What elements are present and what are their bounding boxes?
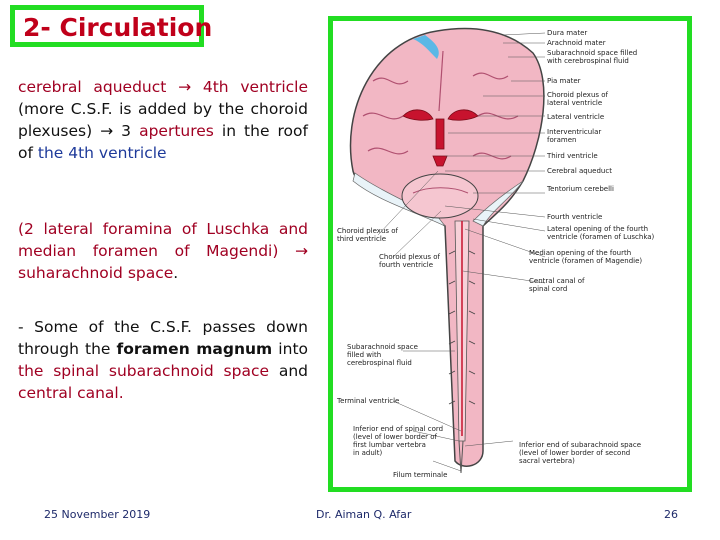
text-run: suharachnoid space (18, 264, 174, 282)
label-tentorium: Tentorium cerebelli (546, 185, 614, 193)
label-inf-sub3: sacral vertebra) (519, 457, 575, 465)
paragraph-foramina: (2 lateral foramina of Luschka and media… (18, 218, 308, 284)
label-central2: spinal cord (529, 285, 567, 293)
label-lateral-open2: ventricle (foramen of Luschka) (547, 233, 655, 241)
label-choroid-fourth2: fourth ventricle (379, 261, 433, 269)
label-central1: Central canal of (529, 277, 585, 285)
label-terminal: Terminal ventricle (336, 397, 399, 405)
text-run: . (173, 264, 179, 282)
text-run: apertures (139, 122, 214, 140)
label-interv2: foramen (547, 136, 576, 144)
csf-circulation-figure: Dura mater Arachnoid mater Subarachnoid … (328, 16, 692, 492)
label-inf-sub1: Inferior end of subarachnoid space (519, 441, 641, 449)
text-run: - Some of the C.S.F. passes down through… (18, 318, 308, 358)
label-choroid-fourth1: Choroid plexus of (379, 253, 441, 261)
csf-diagram: Dura mater Arachnoid mater Subarachnoid … (336, 27, 655, 479)
label-inf-sub2: (level of lower border of second (519, 449, 630, 457)
text-run: in the roof of (18, 122, 308, 162)
footer-page-number: 26 (664, 508, 678, 521)
text-run: (more C.S.F. is added by the choroid ple… (18, 100, 308, 140)
slide-title: 2- Circulation (23, 13, 213, 42)
label-aqueduct: Cerebral aqueduct (547, 167, 612, 175)
label-choroid-third1: Choroid plexus of (337, 227, 399, 235)
label-lateral-open1: Lateral opening of the fourth (547, 225, 648, 233)
text-run: foramen magnum (116, 340, 273, 358)
label-median-open2: ventricle (foramen of Magendie) (529, 257, 642, 265)
text-run: cerebral aqueduct → (18, 78, 203, 96)
label-inf-cord3: first lumbar vertebra (353, 441, 426, 449)
label-subarach1: Subarachnoid space filled (547, 49, 637, 57)
label-inf-cord1: Inferior end of spinal cord (353, 425, 443, 433)
title-box: 2- Circulation (10, 5, 212, 47)
label-median-open1: Median opening of the fourth (529, 249, 631, 257)
paragraph-aqueduct: cerebral aqueduct → 4th ventricle (more … (18, 76, 308, 164)
label-fourth-v: Fourth ventricle (547, 213, 602, 221)
label-lateral-v: Lateral ventricle (547, 113, 604, 121)
footer-date: 25 November 2019 (44, 508, 151, 521)
label-inf-cord4: in adult) (353, 449, 382, 457)
text-run: 4th ventricle (202, 78, 309, 96)
text-run: the spinal subarachnoid space (18, 362, 270, 380)
label-filum: Filum terminale (393, 471, 447, 479)
label-choroid-third2: third ventricle (337, 235, 386, 243)
label-third-v: Third ventricle (546, 152, 598, 160)
label-subsp1: Subarachnoid space (347, 343, 418, 351)
label-subsp3: cerebrospinal fluid (347, 359, 412, 367)
label-dura: Dura mater (547, 29, 587, 37)
label-subsp2: filled with (347, 351, 381, 359)
footer-author: Dr. Aiman Q. Afar (316, 508, 412, 521)
text-run: into (272, 340, 309, 358)
label-pia: Pia mater (547, 77, 581, 85)
label-interv1: Interventricular (547, 128, 601, 136)
label-choroid-lat2: lateral ventricle (547, 99, 602, 107)
label-subarach2: with cerebrospinal fluid (547, 57, 629, 65)
label-choroid-lat1: Choroid plexus of (547, 91, 609, 99)
paragraph-spinal: - Some of the C.S.F. passes down through… (18, 316, 308, 404)
text-run: and (269, 362, 308, 380)
label-inf-cord2: (level of lower border of (353, 433, 438, 441)
text-run: (2 lateral foramina of Luschka and media… (18, 220, 308, 260)
text-run: the 4th ventricle (37, 144, 167, 162)
label-arachnoid: Arachnoid mater (547, 39, 606, 47)
text-run: central canal. (18, 384, 124, 402)
